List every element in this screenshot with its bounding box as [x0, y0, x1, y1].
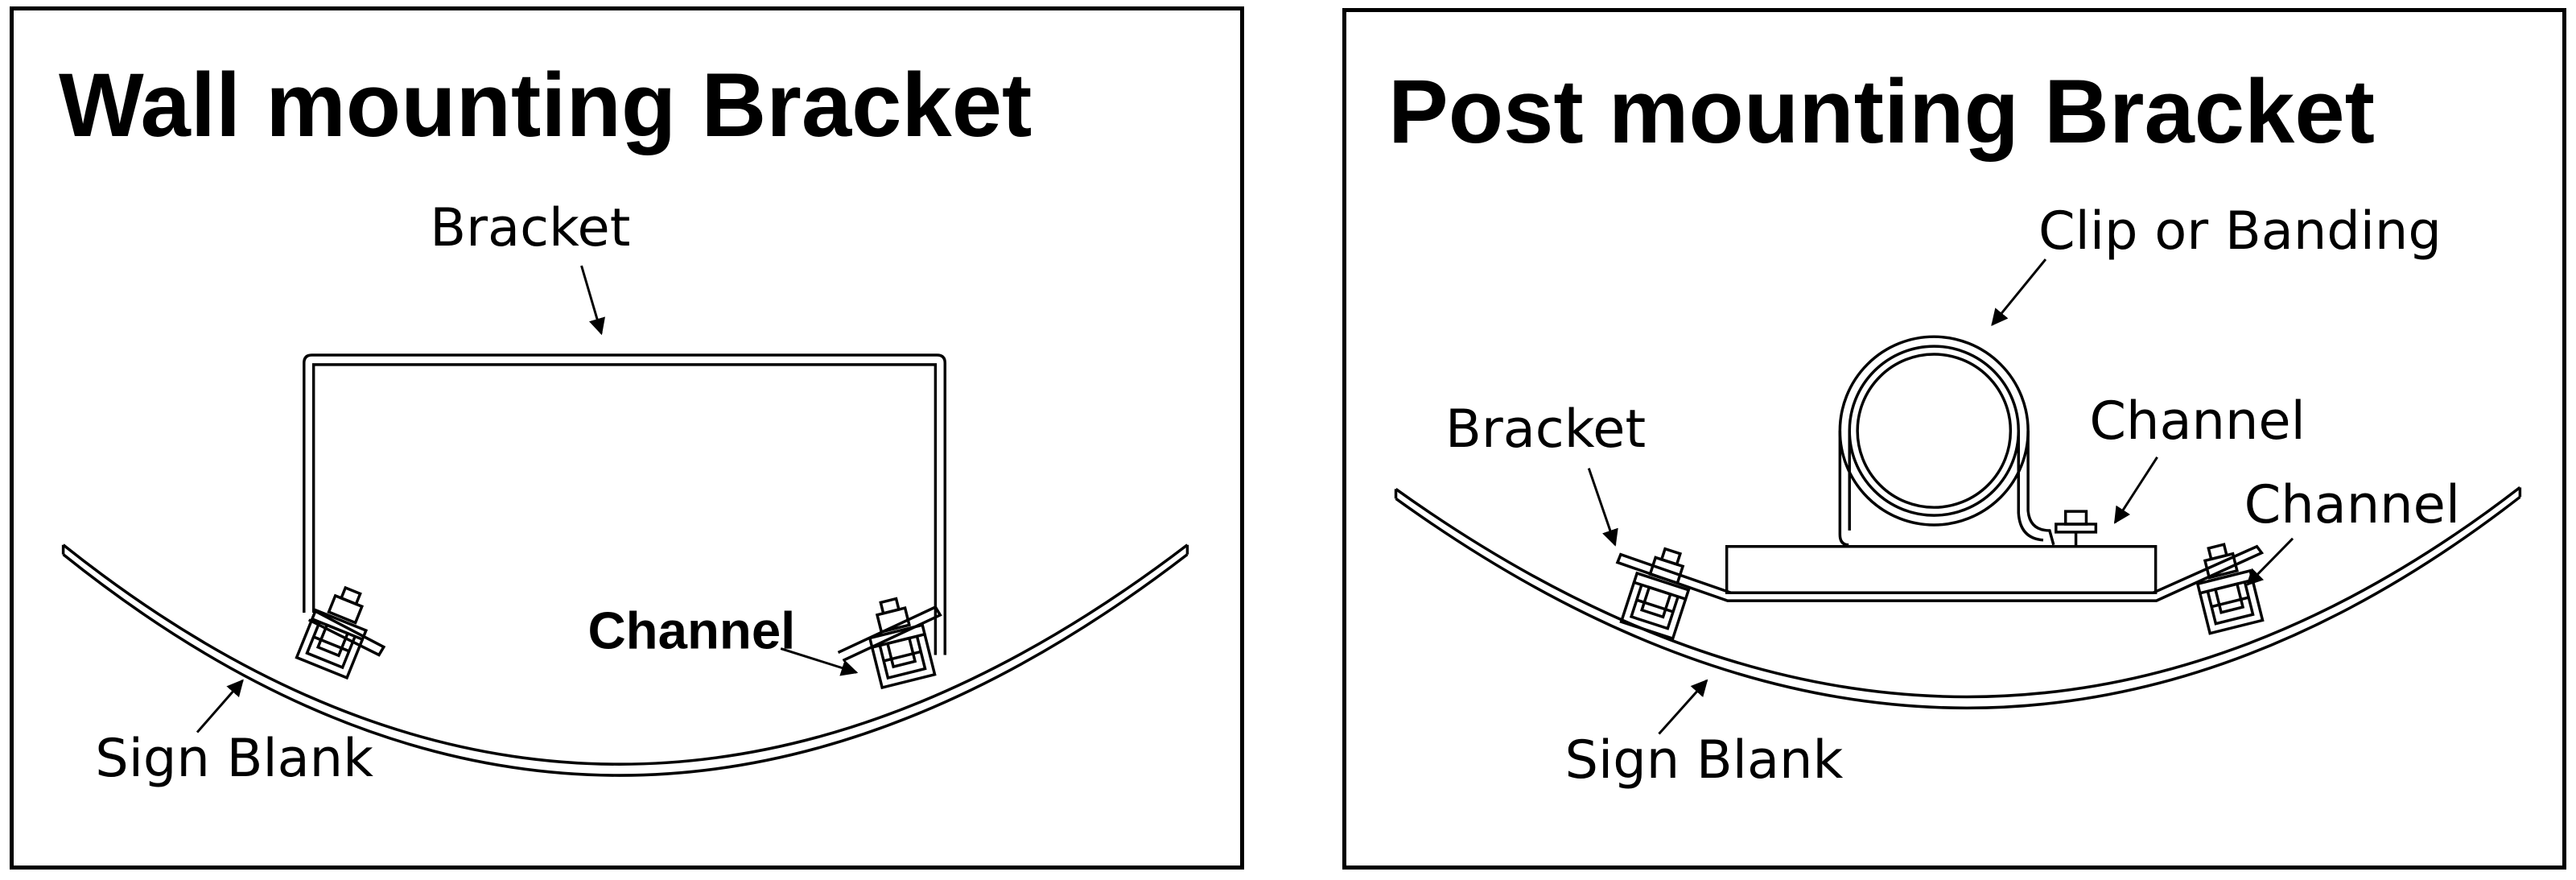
- post-mounting-title: Post mounting Bracket: [1388, 61, 2375, 162]
- post-label-clip-or-banding: Clip or Banding: [2038, 200, 2442, 262]
- post-mounting-panel: Post mounting Bracket: [1342, 8, 2566, 870]
- wall-leader-bracket: [580, 265, 605, 336]
- wall-leader-sign-blank: [196, 679, 244, 733]
- post-label-channel-right: Channel: [2244, 474, 2460, 535]
- post-label-sign-blank: Sign Blank: [1565, 729, 1844, 791]
- post-leader-clip-or-banding: [1991, 258, 2047, 326]
- wall-label-sign-blank: Sign Blank: [95, 728, 373, 789]
- post-clip-banding: [1838, 335, 2055, 547]
- clip-bolt: [2055, 510, 2098, 547]
- post-leader-sign-blank: [1658, 679, 1708, 735]
- wall-mounting-panel: Wall mounting Bracket: [10, 6, 1244, 870]
- wall-leader-channel: [780, 647, 859, 676]
- post-leader-channel-right: [2246, 537, 2294, 586]
- wall-mounting-title: Wall mounting Bracket: [59, 55, 1032, 155]
- left-channel-bolt: [1619, 547, 1691, 641]
- post-label-bracket: Bracket: [1445, 399, 1646, 460]
- post-bracket: [1615, 544, 2265, 602]
- right-channel-bolt: [868, 597, 937, 690]
- wall-mounting-diagram: Bracket Channel Sign Blank: [61, 197, 1189, 789]
- post-label-channel-top: Channel: [2089, 390, 2305, 452]
- sign-blank: [61, 543, 1189, 777]
- wall-label-channel: Channel: [587, 601, 795, 660]
- post-mounting-diagram: Clip or Banding Bracket Channel Channel …: [1394, 200, 2522, 791]
- sign-blank: [1394, 486, 2522, 709]
- post-leader-bracket: [1587, 468, 1618, 547]
- post-leader-channel-top: [2113, 456, 2158, 524]
- left-channel-bolt: [295, 585, 369, 680]
- wall-label-bracket: Bracket: [430, 197, 630, 258]
- right-channel-bolt: [2195, 543, 2265, 635]
